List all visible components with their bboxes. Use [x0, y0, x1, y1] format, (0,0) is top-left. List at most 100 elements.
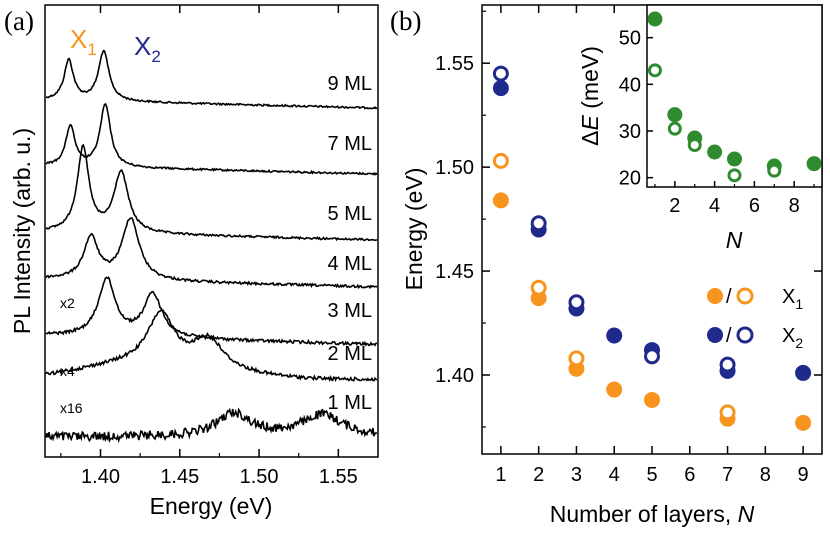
delta-e-open-point [767, 163, 782, 178]
delta-e-open-point [667, 121, 682, 136]
panel-b-y-tick-label: 1.55 [435, 53, 474, 75]
delta-e-filled-point [647, 11, 663, 27]
panel-a-x-tick-label: 1.55 [319, 466, 358, 488]
panel-a-x-tick-label: 1.50 [240, 466, 279, 488]
pl-trace-1ml [45, 407, 378, 444]
inset-x-tick-label: 8 [789, 195, 800, 217]
panel-b-x-tick-label: 7 [722, 464, 733, 486]
legend-x2-label: X2 [782, 325, 803, 351]
trace-label: 2 ML [328, 343, 372, 365]
panel-b-y-tick-label: 1.45 [435, 261, 474, 283]
legend-x1-filled-marker [707, 288, 723, 304]
panel-b-x-tick-label: 6 [684, 464, 695, 486]
panel-b-x-tick-label: 3 [571, 464, 582, 486]
pl-trace-4ml [45, 216, 378, 290]
x2-filled-point [492, 80, 509, 97]
panel-a-label: (a) [4, 6, 34, 36]
inset-y-tick-label: 20 [619, 168, 641, 190]
x1-filled-point [492, 192, 509, 209]
panel-a-x-axis-title: Energy (eV) [150, 493, 273, 519]
panel-b-points [492, 65, 812, 431]
legend-x1-label-sub: 1 [795, 296, 803, 312]
legend-x1-label: X1 [782, 286, 803, 312]
delta-e-open-point [727, 168, 742, 183]
trace-label: 1 ML [328, 392, 372, 414]
panel-b-x-tick-label: 1 [495, 464, 506, 486]
legend-x1-open-marker [736, 287, 754, 305]
panel-b-x-tick-label: 5 [646, 464, 657, 486]
x1-open-point [530, 279, 547, 296]
inset-y-axis-title-var: E [577, 114, 603, 130]
inset-y-axis-title-unit: (meV) [577, 46, 603, 115]
panel-a-y-axis-title: PL Intensity (arb. u.) [9, 128, 35, 334]
panel-b-y-tick-label: 1.50 [435, 157, 474, 179]
peak-label-x2-main: X [134, 31, 151, 61]
inset-points [647, 11, 822, 183]
trace-label: 4 ML [328, 253, 372, 275]
legend-x2-label-main: X [782, 325, 795, 347]
x1-filled-point [606, 381, 623, 398]
x2-filled-point [795, 364, 812, 381]
panel-b-chart: 1 2 3 4 5 6 7 8 9 1.40 1.45 1.50 1.55 Number of laye… [401, 4, 823, 527]
inset-y-tick-label: 50 [619, 28, 641, 50]
inset-x-axis-title: N [726, 227, 743, 253]
panel-b-y-tick-label: 1.40 [435, 365, 474, 387]
x1-filled-point [795, 414, 812, 431]
panel-b-ticks: 1 2 3 4 5 6 7 8 9 1.40 1.45 1.50 1.55 [435, 5, 822, 486]
peak-label-x1-sub: 1 [87, 40, 96, 59]
inset-y-axis-title: ΔE (meV) [577, 46, 603, 146]
x1-open-point [568, 350, 585, 367]
trace-label: 5 ML [328, 203, 372, 225]
legend-x2-separator: / [726, 325, 732, 347]
peak-label-x2-sub: 2 [151, 47, 160, 66]
trace-multiplier-label: x4 [60, 363, 75, 379]
pl-trace-9ml [45, 49, 378, 110]
pl-trace-5ml [45, 143, 377, 242]
panel-b-label: (b) [390, 6, 421, 36]
panel-a-x-ticks: 1.40 1.45 1.50 1.55 [60, 5, 358, 488]
trace-label: 9 ML [328, 73, 372, 95]
x2-open-point [568, 294, 585, 311]
delta-e-filled-point [727, 151, 742, 167]
panel-b-x-axis-title-var: N [738, 501, 755, 527]
panel-b-x-tick-label: 9 [798, 464, 809, 486]
x2-open-point [644, 348, 660, 365]
panel-b-x-axis-title: Number of layers, N [550, 501, 755, 527]
x1-filled-point [644, 391, 660, 408]
delta-e-filled-point [667, 107, 683, 123]
x1-open-point [719, 404, 736, 421]
x1-open-point [492, 152, 509, 169]
panel-a-x-tick-label: 1.45 [160, 466, 199, 488]
trace-multiplier-label: x2 [60, 295, 75, 311]
x2-filled-point [606, 327, 623, 344]
panel-b-y-axis-title: Energy (eV) [401, 168, 427, 291]
trace-label: 3 ML [328, 300, 372, 322]
inset-y-tick-label: 30 [619, 121, 641, 143]
panel-a-x-tick-label: 1.40 [81, 466, 120, 488]
legend-x1-label-main: X [782, 286, 795, 308]
pl-trace-2ml [45, 309, 377, 383]
trace-label: 7 ML [328, 133, 372, 155]
inset-y-tick-label: 40 [619, 74, 641, 96]
x2-open-point [530, 215, 547, 232]
x2-open-point [492, 65, 509, 82]
panel-b-x-tick-label: 4 [609, 464, 620, 486]
legend-x1-separator: / [726, 286, 732, 308]
delta-e-open-point [647, 63, 662, 78]
peak-label-x1: X1 [70, 24, 97, 59]
peak-label-x2: X2 [134, 31, 161, 66]
panel-b-legend: / X1 / X2 [707, 286, 803, 351]
pl-trace-7ml [45, 102, 378, 176]
panel-b-x-tick-label: 2 [533, 464, 544, 486]
panel-b-x-tick-label: 8 [760, 464, 771, 486]
delta-e-filled-point [707, 144, 723, 160]
delta-e-open-point [687, 138, 702, 152]
delta-e-filled-point [806, 156, 822, 172]
inset-x-tick-label: 2 [669, 195, 680, 217]
legend-x2-open-marker [736, 326, 754, 344]
